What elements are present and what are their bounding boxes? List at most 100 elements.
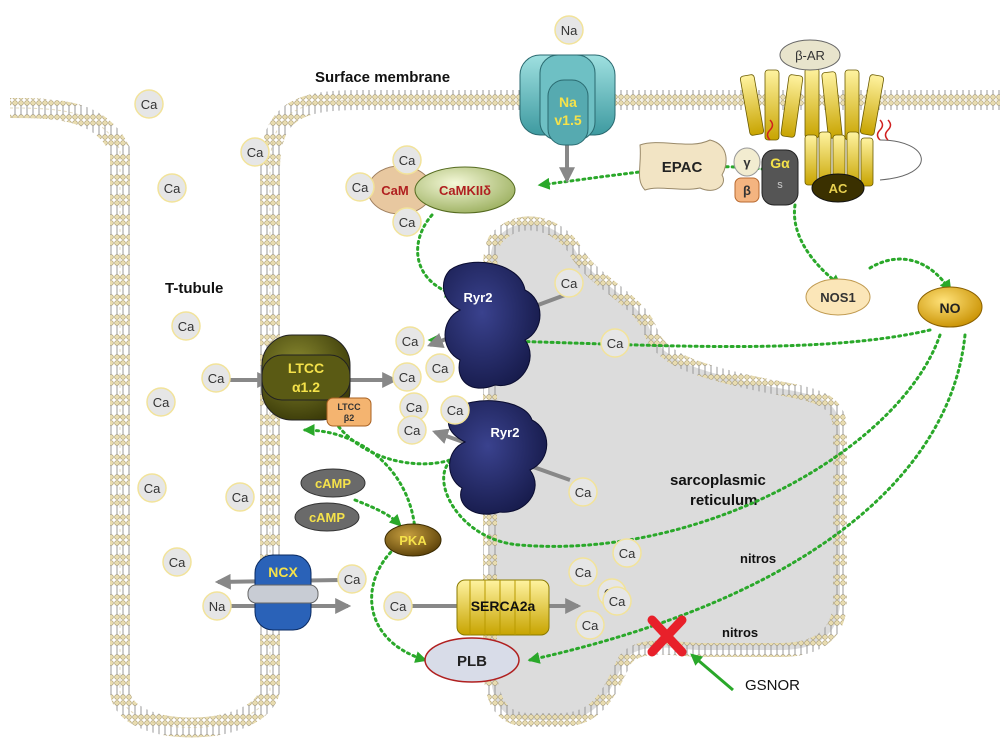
- epac: EPAC: [639, 139, 727, 191]
- ca-ion: Ca: [392, 145, 422, 175]
- svg-text:Ca: Ca: [432, 361, 449, 376]
- camkii-label: CaMKIIδ: [439, 183, 491, 198]
- svg-text:Ca: Ca: [575, 565, 592, 580]
- svg-text:Ca: Ca: [169, 555, 186, 570]
- arrow-pka-to-ltcc: [302, 424, 417, 532]
- ryr2-lower: Ryr2: [447, 400, 548, 515]
- ca-ion: Ca: [392, 362, 422, 392]
- nos1-label: NOS1: [820, 290, 855, 305]
- ca-ion: Ca: [157, 173, 187, 203]
- ca-ion: Ca: [568, 557, 598, 587]
- ca-ion: Ca: [162, 547, 192, 577]
- ca-ion: Ca: [440, 395, 470, 425]
- cam-label: CaM: [381, 183, 408, 198]
- gsnor-inhibition: GSNOR: [647, 615, 800, 694]
- svg-text:cAMP: cAMP: [309, 510, 345, 525]
- svg-text:cAMP: cAMP: [315, 476, 351, 491]
- nitros-label-2: nitros: [722, 625, 758, 640]
- svg-text:Ca: Ca: [390, 599, 407, 614]
- ca-ion: Ca: [575, 610, 605, 640]
- beta-ar-receptor: β-AR: [739, 39, 922, 181]
- camp-2: cAMP: [294, 502, 360, 532]
- plb: PLB: [424, 637, 520, 683]
- ryr2-upper: Ryr2: [442, 261, 541, 389]
- ncx-label: NCX: [268, 564, 298, 580]
- pka-label: PKA: [399, 533, 427, 548]
- ltcc-label-1: LTCC: [288, 360, 324, 376]
- svg-text:Ca: Ca: [402, 334, 419, 349]
- nav15-channel: Na v1.5: [519, 54, 616, 146]
- sarcoplasmic-reticulum: [483, 216, 847, 727]
- no-label: NO: [940, 300, 961, 316]
- svg-text:Ca: Ca: [247, 145, 264, 160]
- svg-text:Ca: Ca: [609, 594, 626, 609]
- svg-text:Ca: Ca: [144, 481, 161, 496]
- na-ion-top: Na: [554, 15, 584, 45]
- ca-ion: Ca: [146, 387, 176, 417]
- gamma-label: γ: [743, 155, 751, 170]
- ltcc-b2-label-1: LTCC: [337, 402, 361, 412]
- t-tubule-label: T-tubule: [165, 280, 223, 297]
- svg-text:Ca: Ca: [178, 319, 195, 334]
- svg-text:Ca: Ca: [344, 572, 361, 587]
- nav-label-1: Na: [559, 94, 577, 110]
- gsnor-label: GSNOR: [745, 677, 800, 694]
- svg-text:Ca: Ca: [406, 400, 423, 415]
- galpha-label: Gα: [770, 155, 790, 171]
- sr-label-1: sarcoplasmic: [670, 472, 766, 489]
- na-ion: Na: [202, 591, 232, 621]
- arrow-camp-to-pka: [353, 498, 402, 527]
- ca-ion: Ca: [600, 328, 630, 358]
- ca-ion: Ca: [134, 89, 164, 119]
- svg-text:Ca: Ca: [399, 370, 416, 385]
- adenylyl-cyclase: AC: [804, 131, 874, 203]
- nitros-label-1: nitros: [740, 551, 776, 566]
- ca-ion: Ca: [240, 137, 270, 167]
- arrow-ac-to-nos1: [792, 203, 842, 287]
- ca-ion: Ca: [392, 207, 422, 237]
- svg-text:Ca: Ca: [352, 180, 369, 195]
- surface-membrane: [9, 90, 1000, 738]
- pka: PKA: [384, 523, 442, 557]
- beta-label: β: [743, 183, 751, 198]
- arrow-no-nitros-2: [527, 333, 967, 664]
- svg-text:Ca: Ca: [582, 618, 599, 633]
- ac-label: AC: [829, 181, 848, 196]
- ca-ion: Ca: [225, 482, 255, 512]
- ca-ion: Ca: [345, 172, 375, 202]
- serca2a-pump: SERCA2a: [456, 579, 550, 636]
- arrow-no-nitros-1: [442, 333, 942, 548]
- g-protein: Gα s γ β: [733, 147, 799, 206]
- no-molecule: NO: [917, 286, 983, 328]
- arrow-camkii-to-ryr2: [416, 213, 458, 298]
- arrow-nos1-to-no: [868, 257, 952, 292]
- nav-label-2: v1.5: [554, 112, 581, 128]
- ltcc-label-2: α1.2: [292, 379, 320, 395]
- beta-ar-label: β-AR: [795, 48, 825, 63]
- ca-ion: Ca: [137, 473, 167, 503]
- ca-ion: Ca: [612, 538, 642, 568]
- ca-ion: Ca: [568, 477, 598, 507]
- ca-ion: Ca: [554, 268, 584, 298]
- ca-ion: Ca: [201, 363, 231, 393]
- ca-ion: Ca: [383, 591, 413, 621]
- svg-text:Ca: Ca: [561, 276, 578, 291]
- ryr2-lower-label: Ryr2: [491, 425, 520, 440]
- svg-text:Ca: Ca: [404, 423, 421, 438]
- camkii-complex: CaM CaMKIIδ: [367, 165, 516, 215]
- svg-text:Ca: Ca: [208, 371, 225, 386]
- ca-ion: Ca: [397, 415, 427, 445]
- svg-text:Ca: Ca: [164, 181, 181, 196]
- svg-text:Na: Na: [209, 599, 226, 614]
- svg-text:Ca: Ca: [575, 485, 592, 500]
- galpha-sub-label: s: [777, 179, 783, 191]
- ryr2-upper-label: Ryr2: [464, 290, 493, 305]
- svg-text:Ca: Ca: [232, 490, 249, 505]
- plb-label: PLB: [457, 653, 487, 670]
- svg-text:Ca: Ca: [619, 546, 636, 561]
- ltcc-channel: LTCC α1.2 LTCC β2: [261, 334, 372, 427]
- ncx-exchanger: NCX: [247, 554, 319, 631]
- svg-text:Ca: Ca: [447, 403, 464, 418]
